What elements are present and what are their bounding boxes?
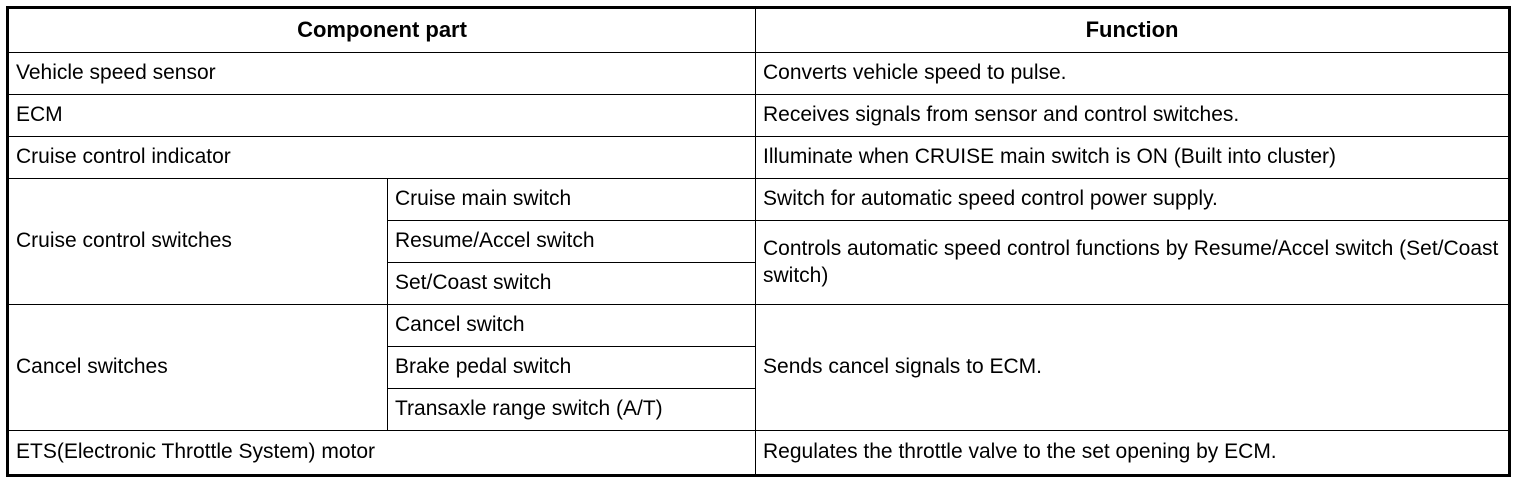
table-row: Set/Coast switch xyxy=(8,262,1510,305)
table-row: ETS(Electronic Throttle System) motor Re… xyxy=(6,430,1511,476)
header-component-part: Component part xyxy=(6,7,757,53)
cell-component-subpart: Brake pedal switch xyxy=(386,346,757,389)
cell-function: Switch for automatic speed control power… xyxy=(755,178,1511,221)
cell-function: Regulates the throttle valve to the set … xyxy=(755,430,1511,476)
cell-component-subpart: Set/Coast switch xyxy=(386,262,757,305)
cell-component-part: ETS(Electronic Throttle System) motor xyxy=(6,430,757,476)
cell-function: Receives signals from sensor and control… xyxy=(755,94,1511,137)
cell-component-part-group-cancel-switches: Cancel switches xyxy=(7,304,388,431)
cell-component-subpart: Cancel switch xyxy=(386,304,757,347)
cell-component-part: Vehicle speed sensor xyxy=(6,52,757,95)
cell-component-part-group-cruise-control-switches: Cruise control switches xyxy=(7,178,388,305)
table-row: Brake pedal switch xyxy=(8,346,1510,389)
table-row: Vehicle speed sensor Converts vehicle sp… xyxy=(6,52,1511,95)
header-function: Function xyxy=(755,7,1511,53)
table-row: Cruise control switches Cruise main swit… xyxy=(7,178,1511,305)
table-row: Cancel switches Cancel switch Sends canc… xyxy=(7,304,1511,431)
cell-function-group-sends-cancel-signals: Sends cancel signals to ECM. xyxy=(755,304,1511,431)
table-row: Cruise control indicator Illuminate when… xyxy=(6,136,1511,179)
cell-component-subpart: Resume/Accel switch xyxy=(386,220,757,263)
component-function-table: Component part Function Vehicle speed se… xyxy=(6,6,1512,477)
table-row: Transaxle range switch (A/T) xyxy=(8,388,1510,431)
table-row: Resume/Accel switch Controls automatic s… xyxy=(8,220,1511,305)
cell-component-subpart: Cruise main switch xyxy=(386,178,757,221)
cell-component-part: ECM xyxy=(6,94,757,137)
cell-function: Converts vehicle speed to pulse. xyxy=(755,52,1511,95)
table-header-row: Component part Function xyxy=(6,7,1511,53)
table-row: ECM Receives signals from sensor and con… xyxy=(6,94,1511,137)
spec-table-container: Component part Function Vehicle speed se… xyxy=(6,6,1512,477)
cell-component-subpart: Transaxle range switch (A/T) xyxy=(386,388,757,431)
cell-function: Illuminate when CRUISE main switch is ON… xyxy=(755,136,1511,179)
cell-function-group-controls-automatic-speed: Controls automatic speed control functio… xyxy=(755,220,1511,305)
cell-component-part: Cruise control indicator xyxy=(6,136,757,179)
